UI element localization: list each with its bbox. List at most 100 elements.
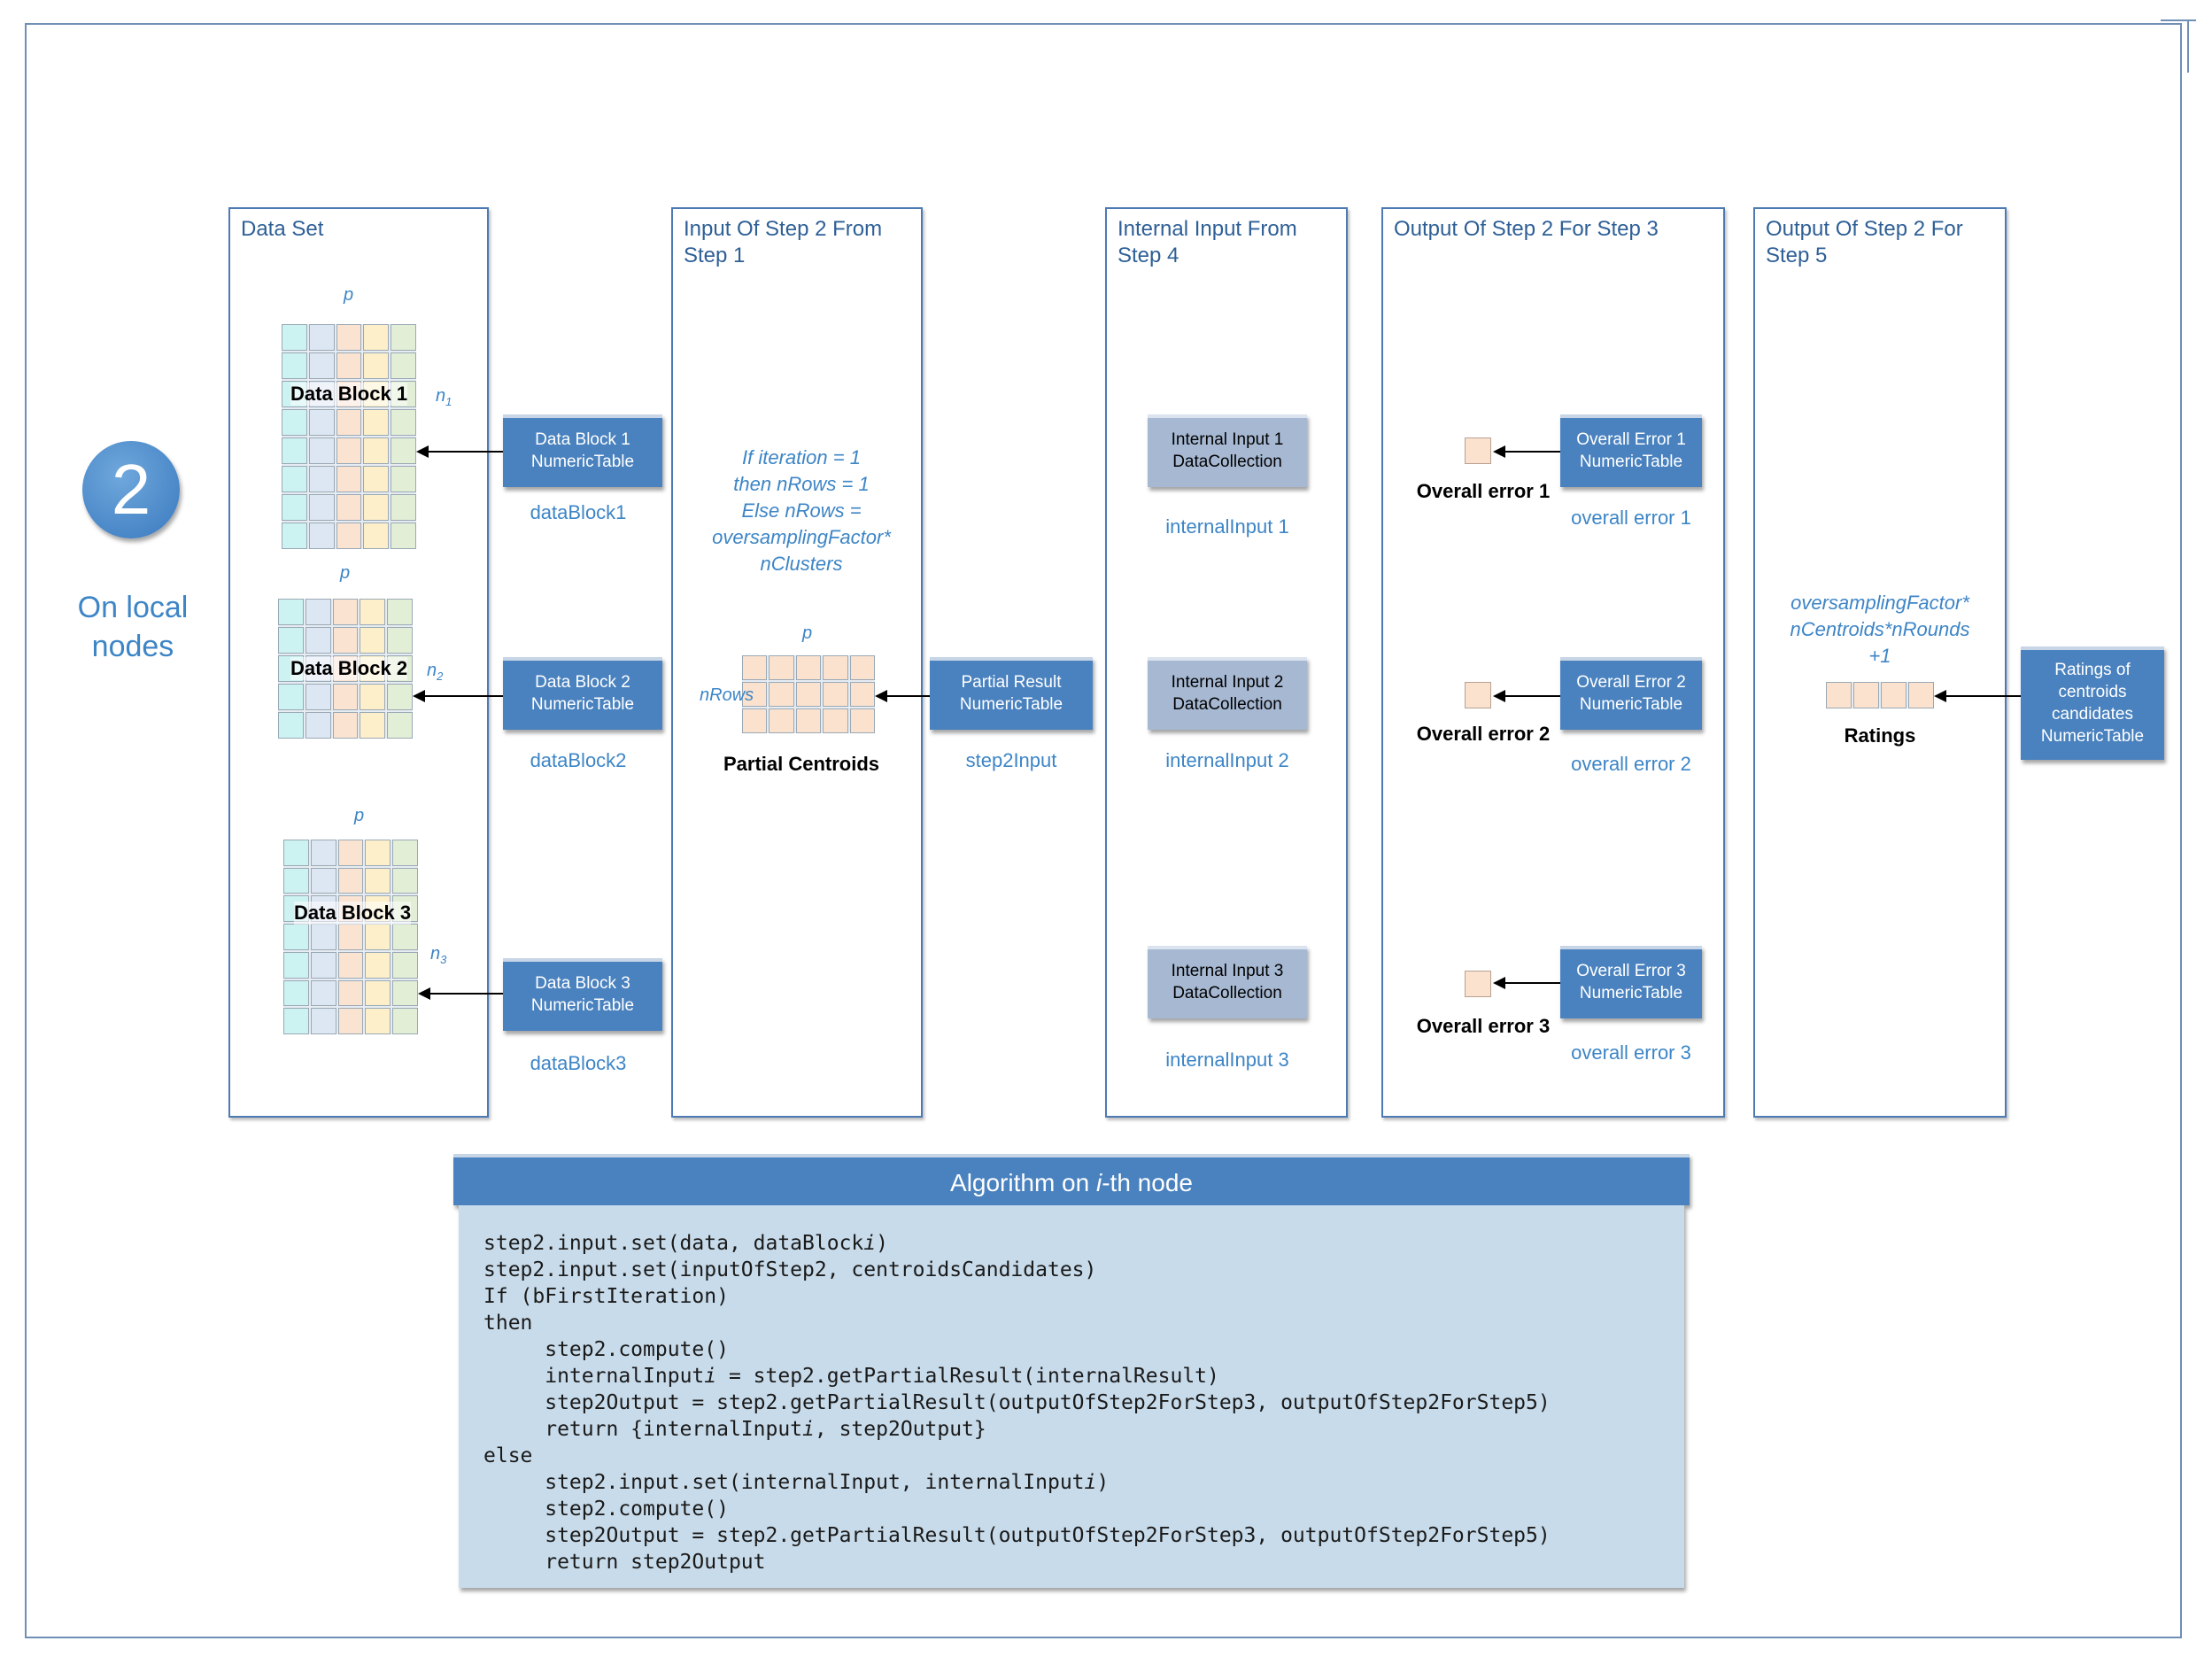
partial-centroids-cell xyxy=(849,655,875,680)
data-block-3-cell xyxy=(283,1008,309,1034)
ratings-row xyxy=(1826,682,1934,708)
data-block-1-cell xyxy=(336,522,362,549)
data-block-1-cell xyxy=(363,409,390,436)
ratings-cell xyxy=(1853,682,1879,708)
code-line: step2.input.set(inputOfStep2, centroidsC… xyxy=(483,1258,1097,1281)
arrow-line-data-block-3 xyxy=(429,993,503,995)
data-block-3-cell xyxy=(283,951,309,979)
data-block-1-cell xyxy=(282,466,307,492)
partial-centroids-cell xyxy=(742,682,768,707)
arrow-head-data-block-1 xyxy=(416,445,429,458)
data-block-3-cell xyxy=(365,979,391,1007)
algorithm-code-block: step2.input.set(data, dataBlocki) step2.i… xyxy=(459,1205,1684,1588)
ratings-title: Ratings xyxy=(1844,724,1916,747)
data-block-2-cell xyxy=(305,684,331,710)
data-block-1-cell xyxy=(282,437,307,464)
ratings-cell xyxy=(1908,682,1934,708)
input-rows-note: If iteration = 1 then nRows = 1 Else nRo… xyxy=(712,446,891,575)
partial-centroids-cell xyxy=(769,655,794,680)
data-block-2-cell xyxy=(305,712,331,739)
data-block-1-cell xyxy=(308,352,335,379)
arrow-line-overall-error-2 xyxy=(1504,695,1560,697)
data-block-3-cell xyxy=(392,1008,418,1034)
data-block-1-cell xyxy=(308,324,335,351)
data-block-1-cell xyxy=(336,494,362,521)
code-line: step2.compute() xyxy=(483,1338,729,1361)
arrow-line-overall-error-1 xyxy=(1504,451,1560,453)
partial-centroids-cell xyxy=(769,708,794,733)
panel-title-output-step5: Output Of Step 2 For Step 5 xyxy=(1766,217,1963,267)
code-line: If (bFirstIteration) xyxy=(483,1285,729,1308)
partial-result-numeric-table: Partial Result NumericTable xyxy=(930,657,1093,730)
data-block-1-cell xyxy=(391,437,416,464)
data-block-3-cell xyxy=(392,867,418,894)
data-block-3-cell xyxy=(310,951,336,979)
code-line: internalInputi = step2.getPartialResult(… xyxy=(545,1365,1219,1388)
ratings-cell xyxy=(1881,682,1906,708)
algorithm-title-suffix: -th node xyxy=(1102,1169,1193,1196)
data-block-3-cell xyxy=(310,1008,336,1034)
data-block-3-cell xyxy=(283,867,309,894)
data-block-2-cell xyxy=(305,627,331,654)
data-block-1-cell xyxy=(336,466,362,492)
arrow-head-data-block-2 xyxy=(413,690,425,702)
data-block-3-grid xyxy=(283,840,418,1034)
data-block-3-n-label: n3 xyxy=(430,944,447,966)
code-line: return {internalInputi, step2Output} xyxy=(483,1418,986,1441)
arrow-line-data-block-2 xyxy=(423,695,503,697)
data-block-3-cell xyxy=(283,979,309,1007)
partial-centroids-cell xyxy=(742,708,768,733)
data-block-1-cell xyxy=(282,494,307,521)
data-block-3-cell xyxy=(310,840,336,866)
overall-error-2-caption: overall error 2 xyxy=(1571,753,1691,775)
code-line: else xyxy=(483,1444,533,1467)
data-block-1-grid xyxy=(282,324,416,549)
data-block-1-cell xyxy=(282,352,307,379)
data-block-3-cell xyxy=(337,979,364,1007)
data-block-1-cell xyxy=(336,324,362,351)
data-block-2-cell xyxy=(360,684,386,710)
data-block-1-cell xyxy=(363,324,390,351)
outer-frame xyxy=(25,23,2182,1638)
data-block-3-cell xyxy=(365,867,391,894)
data-block-1-cell xyxy=(308,437,335,464)
code-line: step2.input.set(data, dataBlocki) xyxy=(483,1232,888,1255)
overall-error-1-numeric-table: Overall Error 1 NumericTable xyxy=(1560,414,1702,487)
data-block-1-caption: dataBlock1 xyxy=(530,501,627,523)
data-block-2-title: Data Block 2 xyxy=(290,657,408,680)
data-block-1-p-label: p xyxy=(344,285,354,305)
data-block-2-cell xyxy=(278,599,304,625)
data-block-3-cell xyxy=(337,1008,364,1034)
partial-centroids-cell xyxy=(795,682,822,707)
data-block-1-cell xyxy=(391,352,416,379)
data-block-1-cell xyxy=(308,494,335,521)
step-number-badge: 2 xyxy=(82,441,180,538)
internal-input-3-caption: internalInput 3 xyxy=(1165,1049,1289,1071)
data-block-2-cell xyxy=(278,627,304,654)
overall-error-3-numeric-table: Overall Error 3 NumericTable xyxy=(1560,946,1702,1018)
overall-error-2-numeric-table: Overall Error 2 NumericTable xyxy=(1560,657,1702,730)
data-block-3-cell xyxy=(365,1008,391,1034)
data-block-1-cell xyxy=(391,409,416,436)
partial-centroids-cell xyxy=(823,708,848,733)
internal-input-3-collection: Internal Input 3 DataCollection xyxy=(1148,946,1307,1018)
panel-title-internal-input: Internal Input From Step 4 xyxy=(1118,217,1297,267)
data-block-1-title: Data Block 1 xyxy=(290,383,408,406)
algorithm-title-prefix: Algorithm on xyxy=(950,1169,1096,1196)
data-block-3-cell xyxy=(310,867,336,894)
arrow-head-data-block-3 xyxy=(418,987,430,1000)
overall-error-3-square xyxy=(1465,971,1491,997)
arrow-head-overall-error-2 xyxy=(1493,690,1505,702)
data-block-2-cell xyxy=(360,712,386,739)
data-block-2-cell xyxy=(360,627,386,654)
partial-centroids-grid xyxy=(742,655,875,733)
data-block-3-caption: dataBlock3 xyxy=(530,1052,627,1074)
data-block-3-cell xyxy=(392,840,418,866)
panel-title-output-step3: Output Of Step 2 For Step 3 xyxy=(1394,217,1659,241)
code-line: step2.input.set(internalInput, internalI… xyxy=(483,1471,1110,1494)
data-block-2-p-label: p xyxy=(340,563,351,583)
partial-centroids-cell xyxy=(849,682,875,707)
data-block-3-cell xyxy=(392,924,418,950)
code-line: step2Output = step2.getPartialResult(out… xyxy=(483,1524,1551,1547)
frame-corner-mark-vertical xyxy=(2187,19,2189,73)
